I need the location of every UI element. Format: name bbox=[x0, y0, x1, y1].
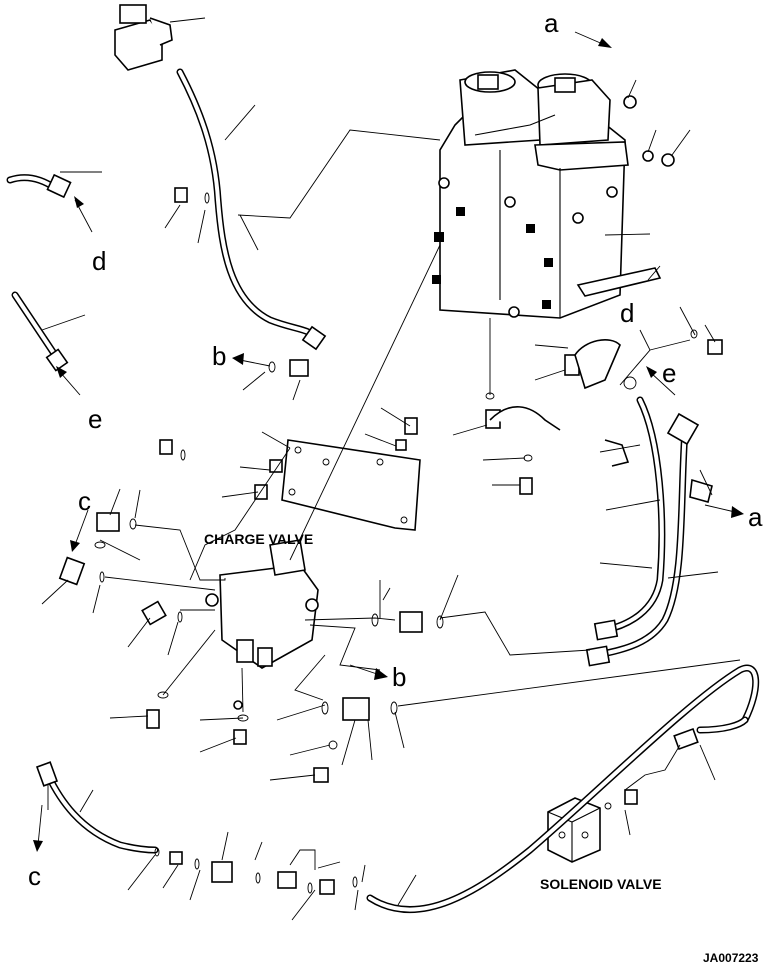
hose-bottom-long bbox=[366, 664, 760, 913]
top-left-valve-block bbox=[114, 4, 173, 71]
hose-bottom-left bbox=[35, 761, 159, 854]
mounting-plate bbox=[281, 439, 421, 531]
hose-top-left bbox=[176, 68, 327, 351]
ref-c-bottom: c bbox=[28, 861, 41, 891]
ref-a-top: a bbox=[544, 8, 559, 38]
ref-b-low: b bbox=[392, 662, 406, 692]
fittings bbox=[58, 187, 723, 895]
charge-valve-label: CHARGE VALVE bbox=[204, 531, 313, 547]
ref-d-top: d bbox=[620, 298, 634, 328]
solenoid-valve-label: SOLENOID VALVE bbox=[540, 876, 662, 892]
reference-letters: a d d b e e c a b c bbox=[28, 8, 763, 891]
drawing-id: JA007223 bbox=[703, 951, 759, 965]
hose-end-e bbox=[11, 291, 69, 372]
reference-arrows bbox=[33, 31, 744, 852]
hose-end-d bbox=[6, 173, 72, 199]
leader-lines bbox=[41, 17, 741, 921]
ref-d-left: d bbox=[92, 246, 106, 276]
ref-e-right: e bbox=[662, 358, 676, 388]
ref-e-left: e bbox=[88, 404, 102, 434]
main-control-valve bbox=[432, 69, 675, 319]
ref-c-left: c bbox=[78, 486, 91, 516]
pipe-pair-right bbox=[585, 396, 713, 667]
solenoid-valve bbox=[547, 797, 601, 863]
ref-a-right: a bbox=[748, 502, 763, 532]
charge-valve bbox=[205, 539, 319, 710]
ref-b-mid: b bbox=[212, 341, 226, 371]
